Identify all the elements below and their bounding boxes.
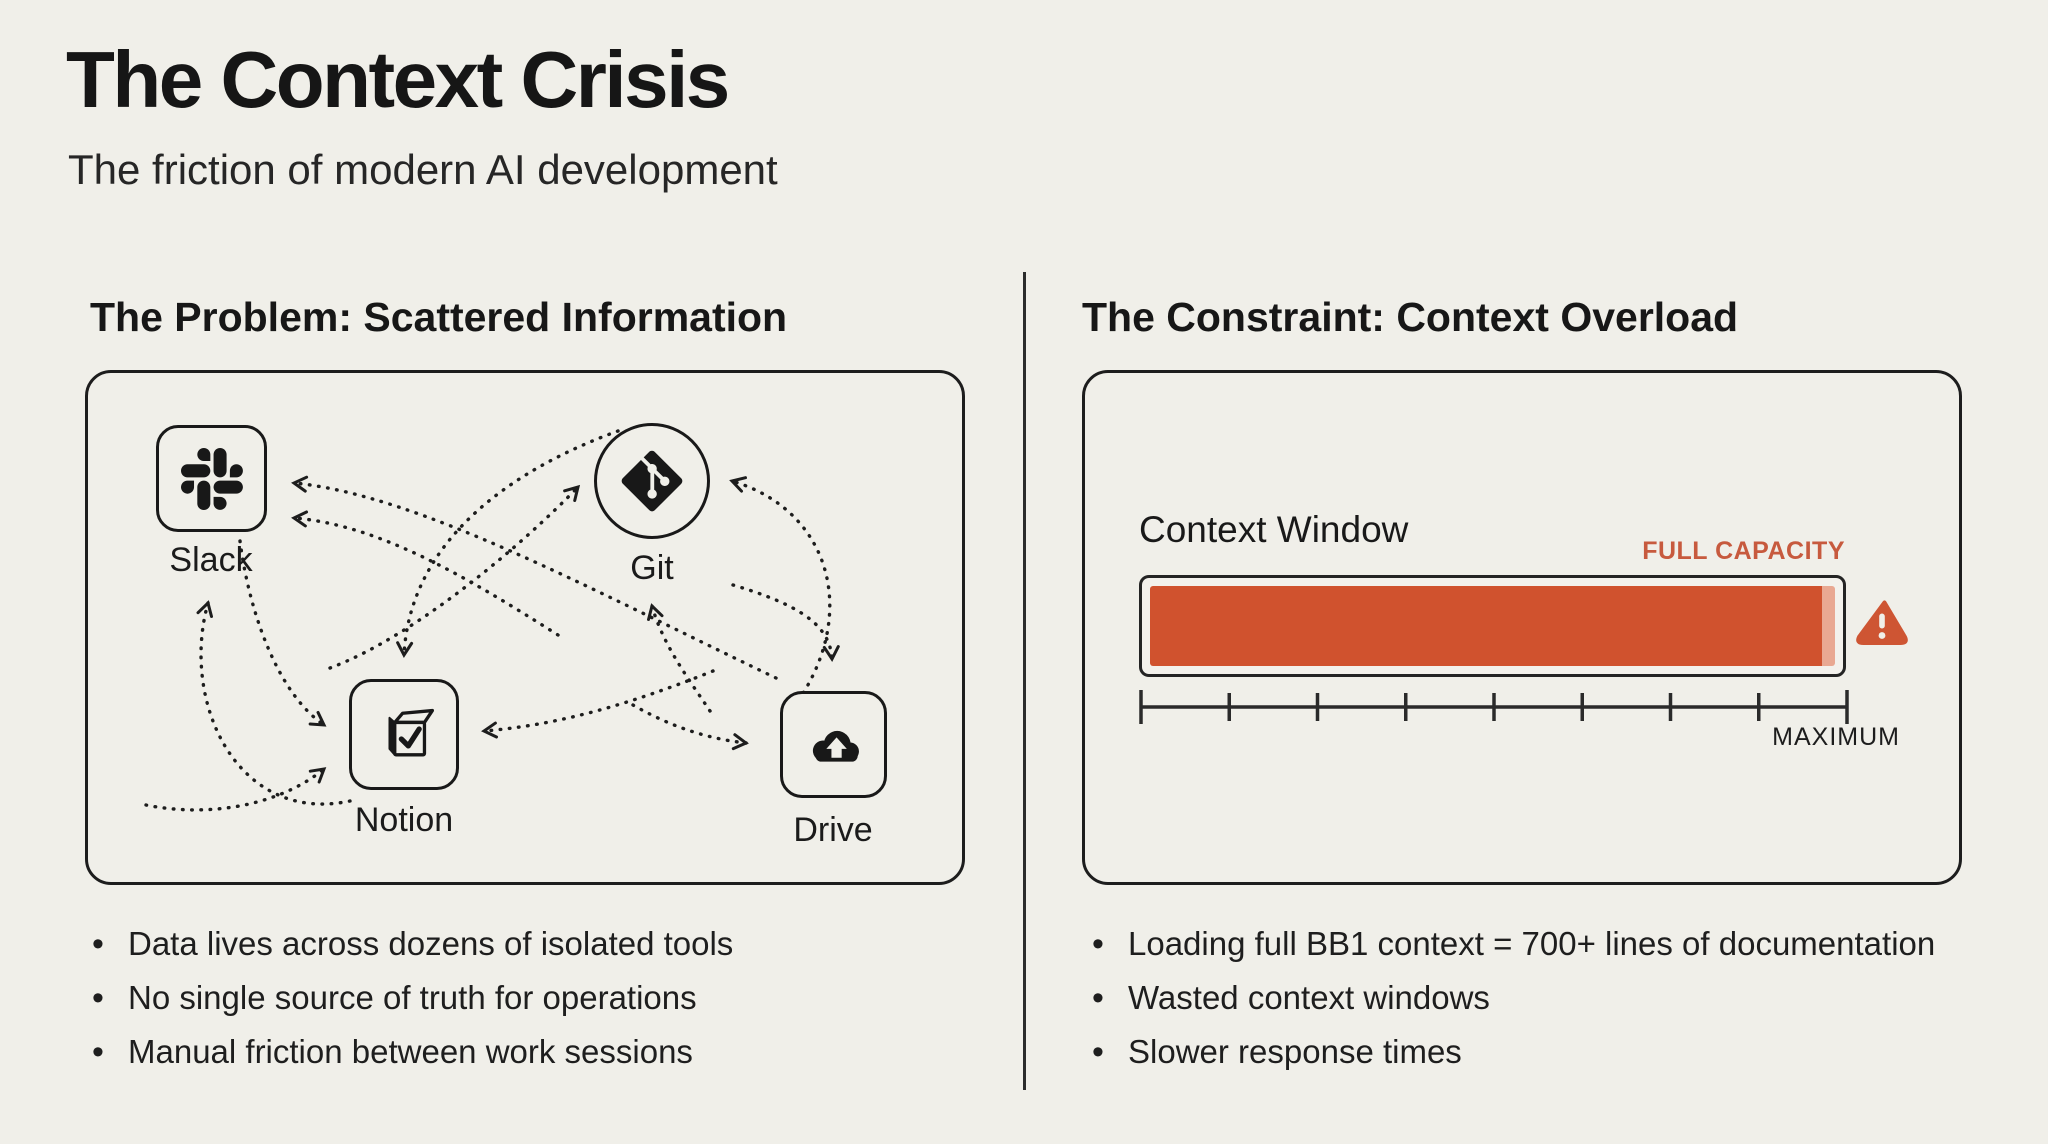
slack-logo-icon	[180, 447, 243, 510]
git-logo-icon	[621, 450, 683, 512]
bullet-item: Data lives across dozens of isolated too…	[88, 920, 1008, 974]
right-panel-bullets: Loading full BB1 context = 700+ lines of…	[1088, 920, 2008, 1082]
context-overload-panel: Context Window FULL CAPACITY	[1082, 370, 1962, 885]
bullet-item: Slower response times	[1088, 1028, 2008, 1082]
page-subtitle: The friction of modern AI development	[68, 146, 778, 193]
context-window-fill	[1150, 586, 1822, 666]
bullet-item: No single source of truth for operations	[88, 974, 1008, 1028]
full-capacity-label: FULL CAPACITY	[1642, 537, 1845, 565]
drive-node	[780, 691, 887, 798]
bullet-item: Loading full BB1 context = 700+ lines of…	[1088, 920, 2008, 974]
slack-node-label: Slack	[169, 541, 253, 579]
git-node-label: Git	[630, 549, 674, 587]
maximum-label: MAXIMUM	[1772, 723, 1900, 751]
left-panel-bullets: Data lives across dozens of isolated too…	[88, 920, 1008, 1082]
scattered-tools-diagram: Slack Git Notion	[85, 370, 965, 885]
context-window-remainder	[1822, 586, 1835, 666]
drive-node-label: Drive	[793, 811, 873, 849]
page-title: The Context Crisis	[66, 35, 730, 124]
panel-divider	[1023, 272, 1026, 1090]
left-panel-heading: The Problem: Scattered Information	[90, 294, 788, 340]
notion-node	[349, 679, 459, 790]
context-window-label: Context Window	[1139, 509, 1409, 550]
notion-box-check-icon	[388, 708, 435, 756]
notion-node-label: Notion	[354, 801, 454, 839]
context-window-bar	[1139, 575, 1846, 677]
git-node	[594, 423, 710, 539]
right-panel-heading: The Constraint: Context Overload	[1082, 294, 1739, 340]
warning-triangle-icon	[1856, 600, 1908, 645]
slack-node	[156, 425, 267, 532]
cloud-upload-icon	[812, 730, 859, 762]
bullet-item: Wasted context windows	[1088, 974, 2008, 1028]
bullet-item: Manual friction between work sessions	[88, 1028, 1008, 1082]
connector-arrows	[144, 429, 840, 812]
capacity-ruler	[1139, 690, 1849, 724]
